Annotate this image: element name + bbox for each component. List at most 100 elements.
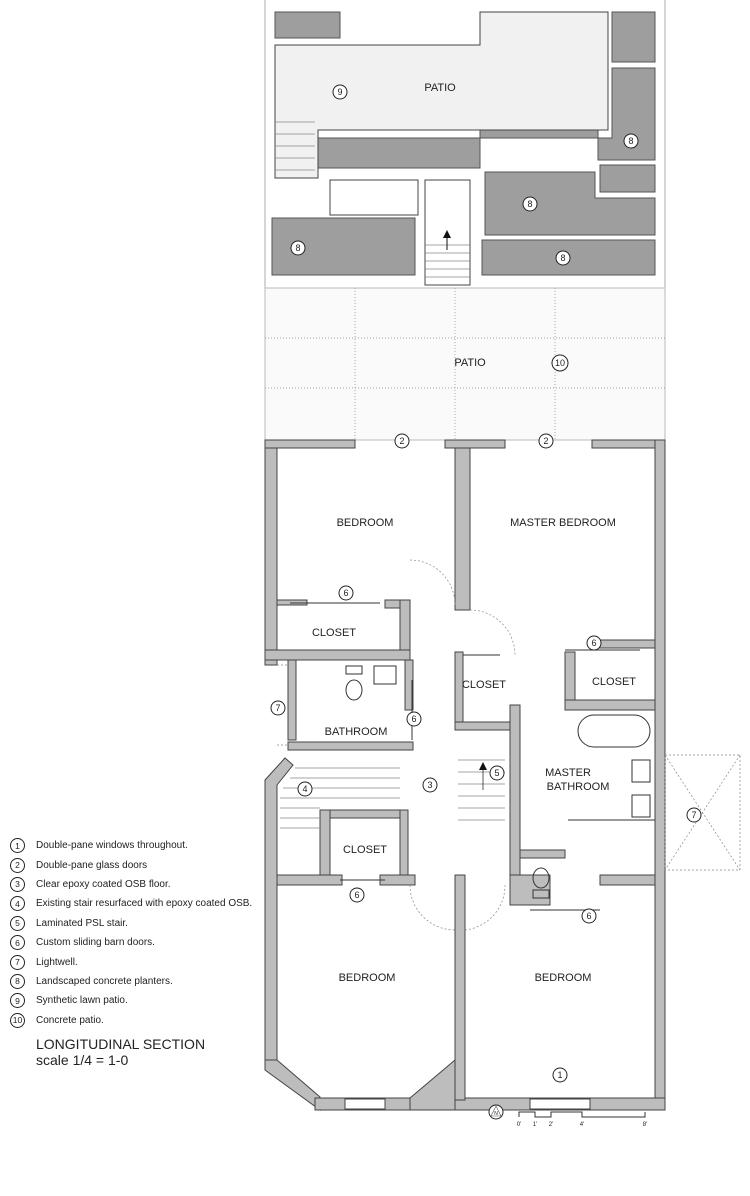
- svg-text:1: 1: [557, 1070, 562, 1080]
- room-label-closet-right: CLOSET: [592, 676, 636, 688]
- callout-6: 6: [581, 908, 597, 924]
- callout-8: 8: [290, 240, 306, 256]
- patio-step-block: [329, 179, 419, 216]
- legend-item: 8 Landscaped concrete planters.: [10, 972, 252, 991]
- drawing-scale: scale 1/4 = 1-0: [36, 1052, 129, 1068]
- svg-text:9: 9: [337, 87, 342, 97]
- callout-1: 1: [552, 1067, 568, 1083]
- room-label-bedroom-bottom-left: BEDROOM: [339, 972, 396, 984]
- room-label-master-bathroom-line1: MASTER: [545, 767, 591, 779]
- planter-small: [599, 164, 656, 193]
- svg-text:8': 8': [643, 1122, 647, 1128]
- svg-text:4: 4: [302, 784, 307, 794]
- svg-text:2': 2': [549, 1122, 553, 1128]
- legend-item: 4 Existing stair resurfaced with epoxy co…: [10, 894, 252, 913]
- svg-text:2: 2: [543, 436, 548, 446]
- legend-text: Custom sliding barn doors.: [36, 937, 155, 949]
- legend-number: 3: [10, 876, 25, 892]
- legend-number: 10: [10, 1012, 25, 1028]
- existing-stair: [280, 767, 400, 829]
- north-arrow-icon: N: [488, 1104, 504, 1120]
- svg-text:3: 3: [427, 780, 432, 790]
- callout-6: 6: [406, 711, 422, 727]
- lightwell-right: [664, 754, 741, 871]
- legend-number: 1: [10, 838, 25, 854]
- planter-right: [484, 171, 656, 236]
- legend-text: Synthetic lawn patio.: [36, 995, 128, 1007]
- lightwell-left: [277, 664, 288, 746]
- callout-8: 8: [555, 250, 571, 266]
- legend-item: 3 Clear epoxy coated OSB floor.: [10, 875, 252, 894]
- svg-text:1': 1': [533, 1122, 537, 1128]
- svg-text:6: 6: [591, 638, 596, 648]
- callout-7: 7: [270, 700, 286, 716]
- drawing-title-block: LONGITUDINAL SECTION scale 1/4 = 1-0: [36, 1036, 205, 1068]
- legend-text: Clear epoxy coated OSB floor.: [36, 878, 171, 890]
- svg-text:6: 6: [411, 714, 416, 724]
- psl-stair: [458, 759, 505, 821]
- callout-10: 10: [551, 354, 569, 372]
- legend-number: 8: [10, 973, 25, 989]
- legend-text: Double-pane windows throughout.: [36, 840, 188, 852]
- legend-number: 2: [10, 857, 25, 873]
- callout-8: 8: [623, 133, 639, 149]
- callout-2: 2: [394, 433, 410, 449]
- room-label-bedroom-top-left: BEDROOM: [337, 517, 394, 529]
- up-arrow-icon: [443, 230, 451, 250]
- callout-8: 8: [522, 196, 538, 212]
- svg-text:8: 8: [527, 199, 532, 209]
- svg-text:2: 2: [399, 436, 404, 446]
- planter-top-left: [274, 11, 341, 39]
- callout-5: 5: [489, 765, 505, 781]
- callout-3: 3: [422, 777, 438, 793]
- legend-item: 1 Double-pane windows throughout.: [10, 836, 252, 855]
- legend-number: 6: [10, 935, 25, 951]
- callout-6: 6: [586, 635, 602, 651]
- legend-number: 5: [10, 915, 25, 931]
- room-label-patio-top: PATIO: [424, 82, 456, 94]
- svg-text:6: 6: [343, 588, 348, 598]
- legend-item: 10 Concrete patio.: [10, 1011, 252, 1030]
- patio-walk: [424, 179, 471, 286]
- legend-number: 9: [10, 993, 25, 1009]
- svg-text:5: 5: [494, 768, 499, 778]
- svg-text:8: 8: [628, 136, 633, 146]
- svg-text:8: 8: [295, 243, 300, 253]
- legend-item: 5 Laminated PSL stair.: [10, 914, 252, 933]
- legend-item: 7 Lightwell.: [10, 952, 252, 971]
- svg-text:6: 6: [354, 890, 359, 900]
- svg-text:N: N: [494, 1111, 498, 1117]
- room-label-closet-mid: CLOSET: [462, 679, 506, 691]
- legend-text: Existing stair resurfaced with epoxy coa…: [36, 898, 253, 910]
- svg-text:0': 0': [517, 1122, 521, 1128]
- legend-number: 4: [10, 896, 25, 912]
- scale-bar: 0' 1' 2' 4' 8': [517, 1111, 647, 1128]
- stair-left: [275, 121, 315, 171]
- legend-text: Concrete patio.: [36, 1014, 104, 1026]
- room-label-master-bedroom: MASTER BEDROOM: [510, 517, 616, 529]
- legend-text: Lightwell.: [36, 956, 78, 968]
- room-label-bathroom: BATHROOM: [325, 726, 388, 738]
- room-label-patio-bottom: PATIO: [454, 357, 486, 369]
- callout-6: 6: [349, 887, 365, 903]
- bathroom-fixtures: [345, 665, 655, 899]
- synthetic-lawn-patio: [274, 11, 609, 179]
- sliding-doors: [290, 602, 640, 911]
- drawing-title: LONGITUDINAL SECTION: [36, 1036, 206, 1052]
- callout-4: 4: [297, 781, 313, 797]
- interior-walls: [264, 447, 656, 1101]
- room-label-closet-left: CLOSET: [312, 627, 356, 639]
- legend-text: Laminated PSL stair.: [36, 917, 128, 929]
- svg-text:8: 8: [560, 253, 565, 263]
- legend-item: 9 Synthetic lawn patio.: [10, 991, 252, 1010]
- legend-number: 7: [10, 954, 25, 970]
- callout-6: 6: [338, 585, 354, 601]
- legend-text: Landscaped concrete planters.: [36, 975, 173, 987]
- svg-text:7: 7: [691, 810, 696, 820]
- planter-top-right: [611, 11, 656, 63]
- svg-text:7: 7: [275, 703, 280, 713]
- callout-7: 7: [686, 807, 702, 823]
